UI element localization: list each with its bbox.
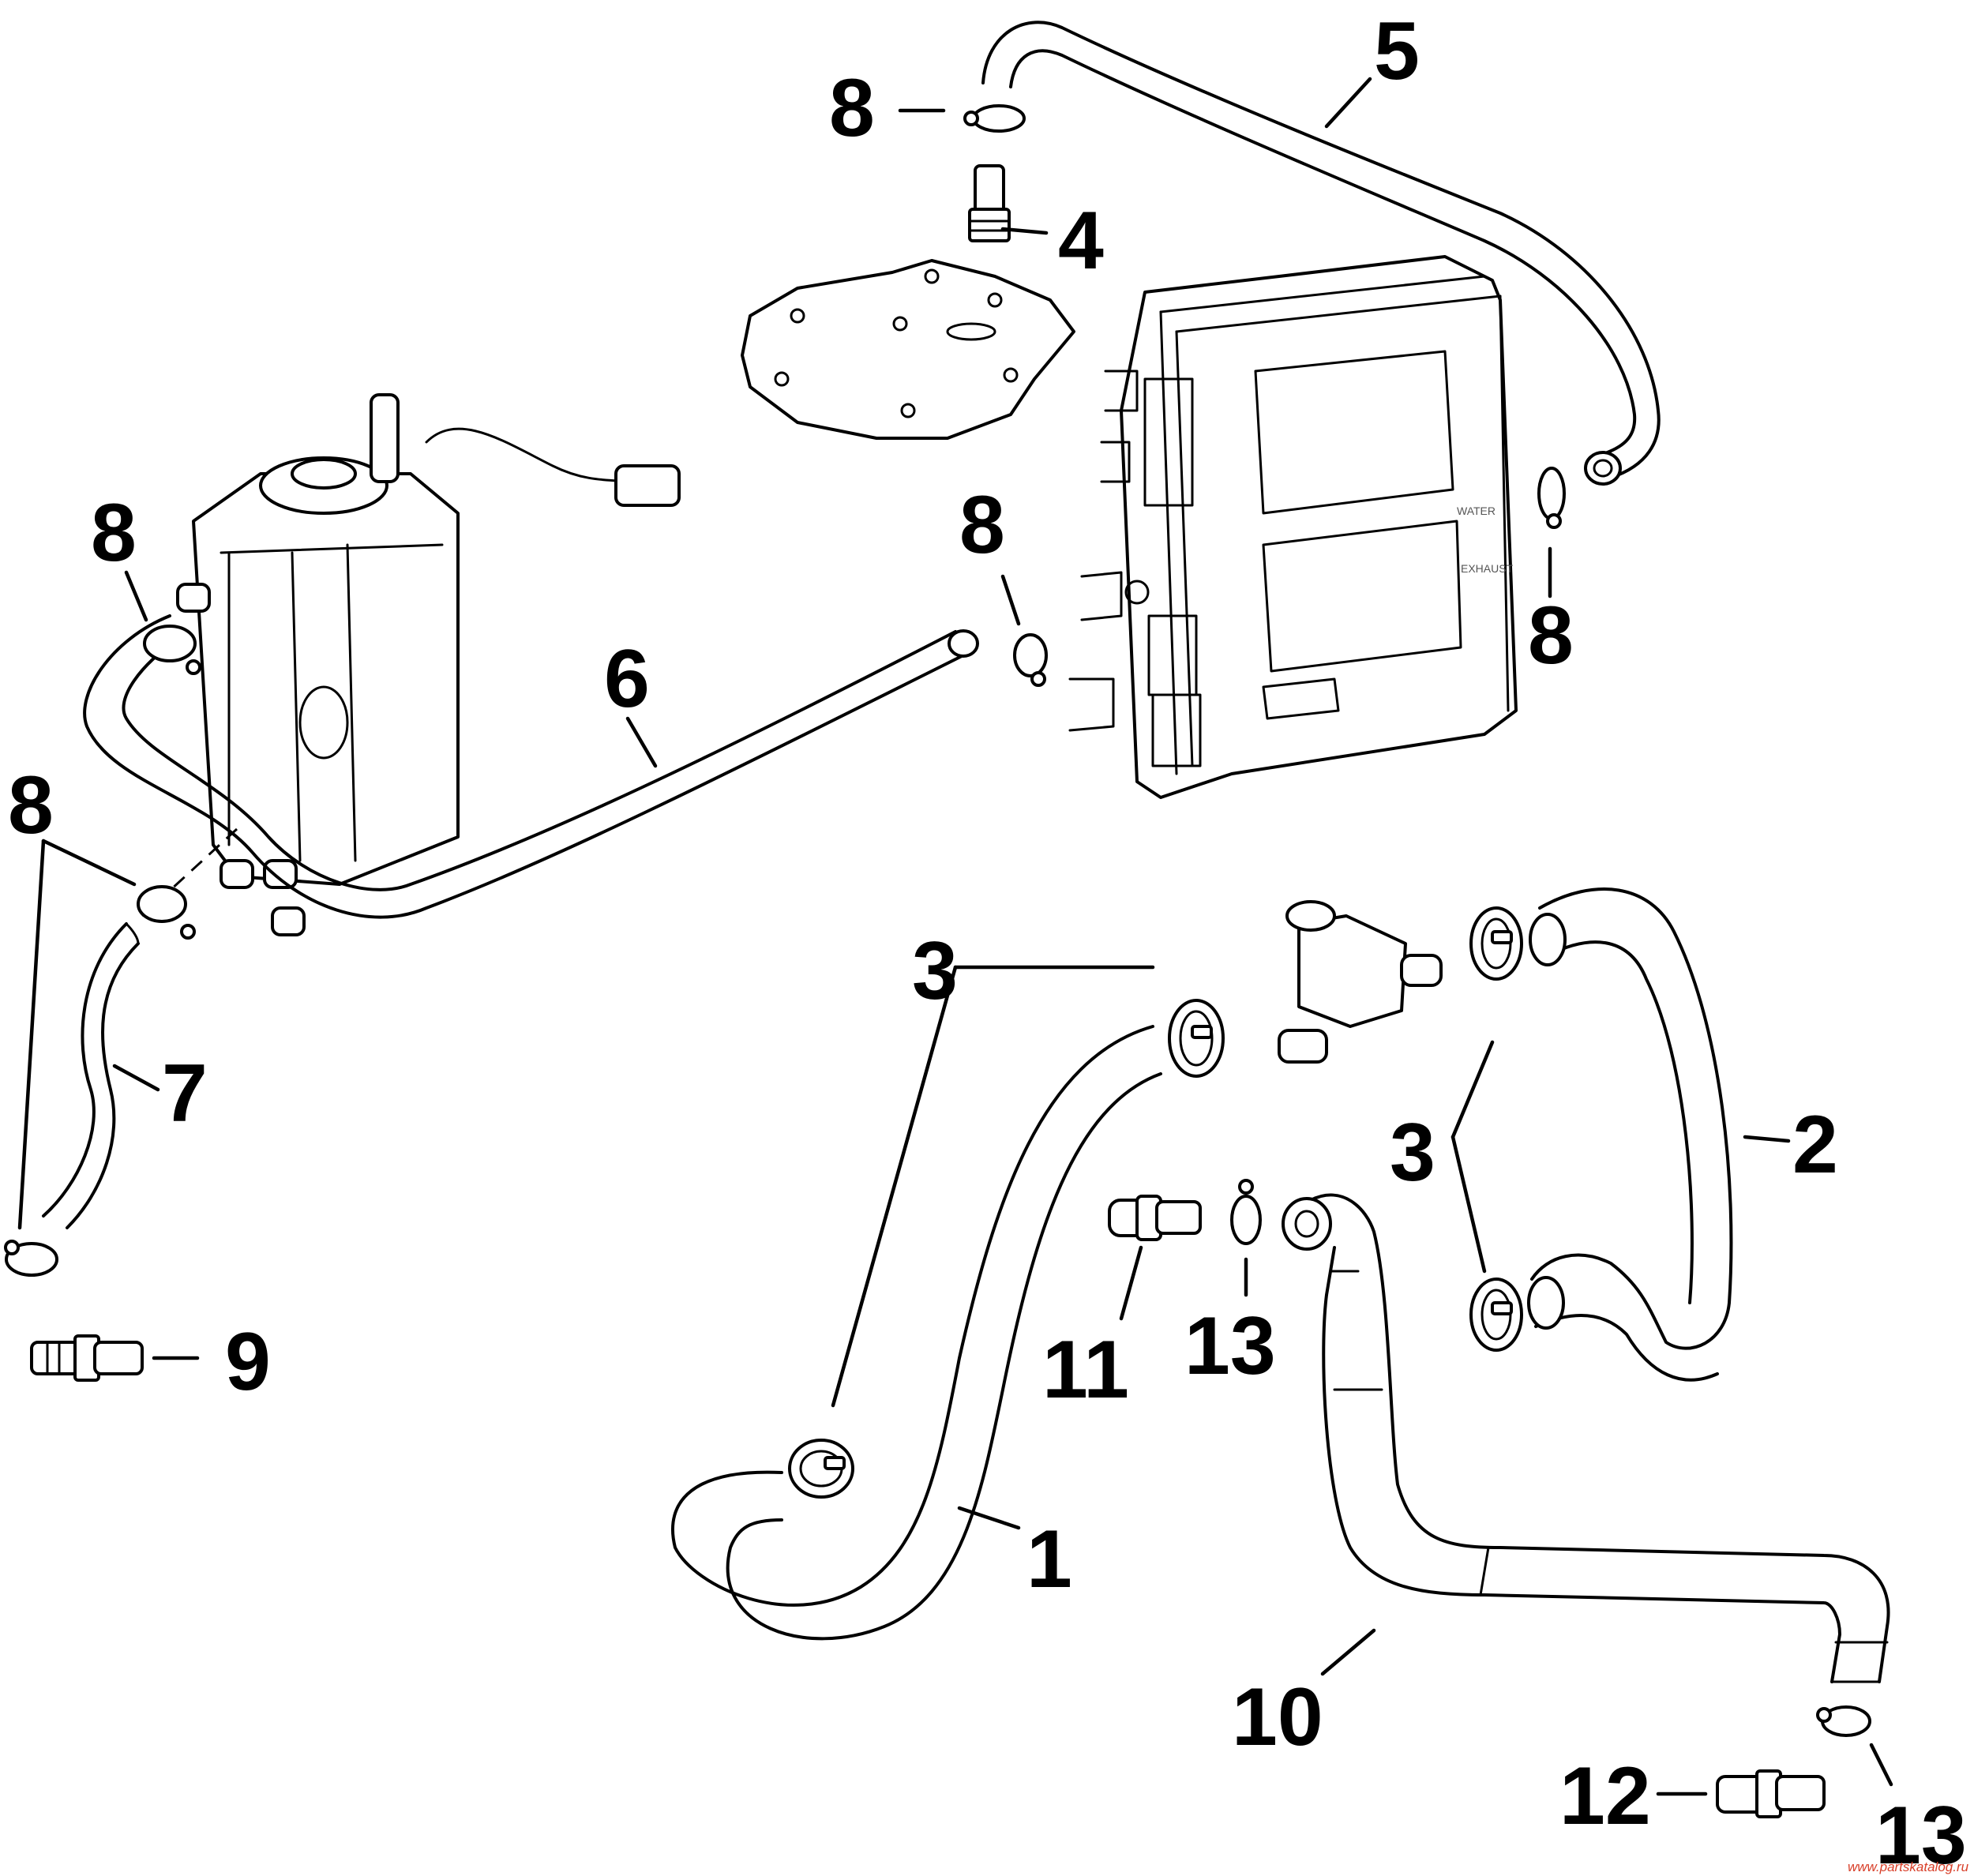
clamp-3-hose2-bottom [1469, 1278, 1523, 1352]
clamp-8-center [1013, 633, 1048, 687]
tee-fitting [1278, 900, 1443, 1064]
callout-1: 1 [1026, 1514, 1072, 1605]
callout-4: 4 [1058, 195, 1104, 287]
clamp-3-hose2-top [1469, 906, 1523, 981]
callout-13a: 13 [1184, 1300, 1276, 1392]
leader-lines [17, 77, 1893, 1796]
clamp-8-filter-bottom [137, 885, 196, 940]
callout-6: 6 [604, 633, 650, 725]
callout-8e: 8 [8, 760, 54, 851]
clamp-8-module-right [1537, 467, 1566, 529]
callout-13b: 13 [1875, 1790, 1967, 1876]
callout-2: 2 [1792, 1099, 1838, 1191]
exhaust-label: EXHAUST [1461, 562, 1514, 575]
hose-1 [670, 1025, 1162, 1641]
callout-8d: 8 [91, 487, 137, 579]
hose-2 [1527, 887, 1733, 1382]
callout-8c: 8 [1528, 590, 1574, 681]
clamp-3-hose1-bottom [788, 1439, 854, 1499]
callout-5-visible: 5 [1374, 6, 1420, 97]
fitting-11 [1108, 1195, 1202, 1241]
hose-6 [83, 614, 979, 919]
hose-7 [42, 922, 140, 1229]
clamp-8-filter-top [143, 625, 201, 675]
callout-8a: 8 [829, 62, 875, 154]
clamp-8-bottom-left [4, 1240, 58, 1277]
clamp-13-bottom [1816, 1705, 1871, 1737]
water-label: WATER [1457, 505, 1496, 517]
fitting-9 [30, 1334, 144, 1382]
callout-11: 11 [1042, 1324, 1129, 1416]
filter-housing [141, 393, 681, 936]
callout-3b: 3 [1390, 1107, 1435, 1199]
callout-7: 7 [162, 1048, 208, 1139]
callout-9: 9 [225, 1316, 271, 1408]
fitting-12 [1716, 1769, 1826, 1818]
callout-3a: 3 [912, 925, 958, 1017]
clamp-3-hose1-top [1168, 999, 1225, 1078]
callout-12: 12 [1559, 1750, 1651, 1842]
watermark: www.partskatalog.ru [1848, 1859, 1969, 1874]
callouts: 8 2 4 8 8 6 8 8 7 9 3 3 2 1 11 13 10 12 … [8, 6, 1967, 1876]
clamp-8-top [963, 104, 1026, 133]
hose-10 [1282, 1193, 1890, 1683]
fitting-4 [968, 164, 1011, 242]
hose-5 [981, 21, 1661, 486]
control-module: WATER EXHAUST [1068, 255, 1518, 799]
gasket-plate [741, 259, 1075, 440]
callout-10: 10 [1232, 1672, 1323, 1763]
callout-8b: 8 [959, 479, 1005, 571]
clamp-13-center [1230, 1179, 1262, 1245]
